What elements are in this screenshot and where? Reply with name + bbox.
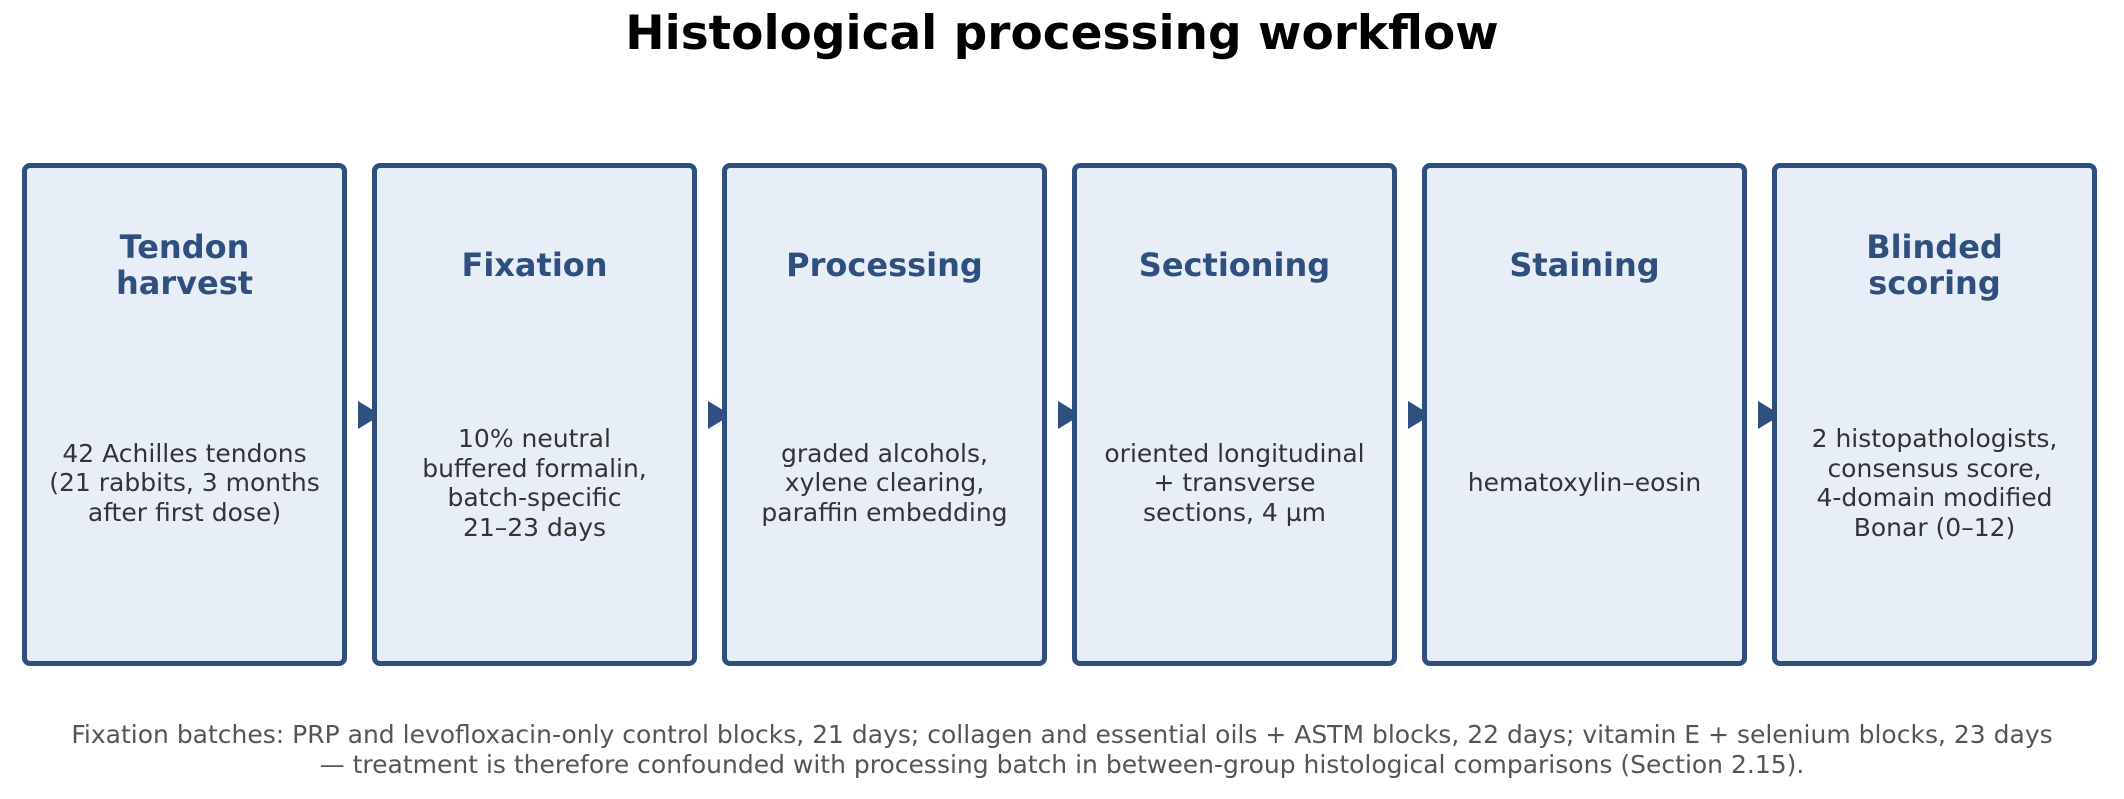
step-fixation: Fixation 10% neutral buffered formalin, …	[372, 163, 697, 666]
step-staining: Staining hematoxylin–eosin	[1422, 163, 1747, 666]
step-title: Fixation	[461, 246, 608, 285]
step-title: Processing	[786, 246, 983, 285]
step-description: graded alcohols, xylene clearing, paraff…	[761, 438, 1008, 527]
step-tendon-harvest: Tendon harvest 42 Achilles tendons (21 r…	[22, 163, 347, 666]
step-title: Sectioning	[1138, 246, 1331, 285]
step-title: Blinded scoring	[1866, 228, 2003, 302]
step-description: oriented longitudinal + transverse secti…	[1104, 438, 1365, 527]
page-title: Histological processing workflow	[625, 6, 1499, 61]
step-blinded-scoring: Blinded scoring 2 histopathologists, con…	[1772, 163, 2097, 666]
step-description: 2 histopathologists, consensus score, 4-…	[1811, 424, 2058, 542]
step-title: Staining	[1509, 246, 1660, 285]
footnote: Fixation batches: PRP and levofloxacin-o…	[71, 720, 2053, 779]
step-sectioning: Sectioning oriented longitudinal + trans…	[1072, 163, 1397, 666]
step-title: Tendon harvest	[115, 228, 254, 302]
step-processing: Processing graded alcohols, xylene clear…	[722, 163, 1047, 666]
step-description: 10% neutral buffered formalin, batch-spe…	[422, 424, 647, 542]
step-description: 42 Achilles tendons (21 rabbits, 3 month…	[49, 438, 320, 527]
step-description: hematoxylin–eosin	[1467, 468, 1702, 498]
